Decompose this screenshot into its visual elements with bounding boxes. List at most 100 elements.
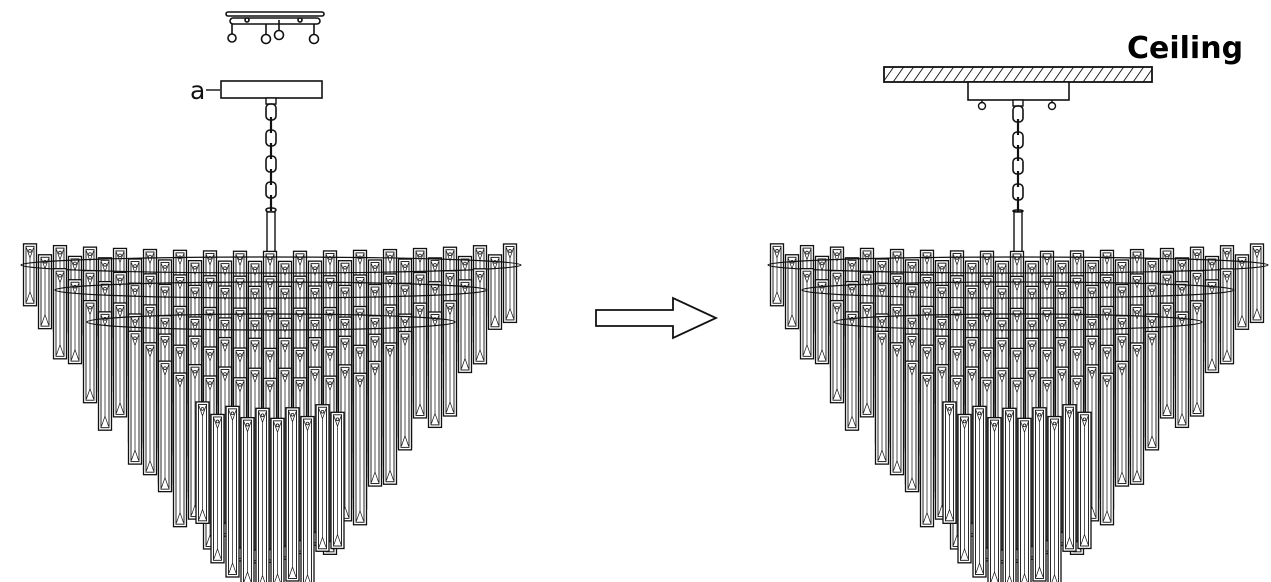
crystal-prism-icon xyxy=(799,268,815,360)
crystal-prism-icon xyxy=(1017,417,1032,582)
screw-icon xyxy=(227,24,237,43)
crystal-prism-icon xyxy=(172,372,188,528)
crystal-prism-icon xyxy=(142,342,158,476)
tier-ring xyxy=(833,313,1203,331)
canopy-mounted xyxy=(967,81,1070,101)
crystal-prism-icon xyxy=(225,405,240,578)
crystal-prism-icon xyxy=(300,415,315,582)
crystal-prism-icon xyxy=(487,254,503,330)
crystal-prism-icon xyxy=(427,311,443,429)
screw-icon xyxy=(308,24,320,45)
crystal-prism-icon xyxy=(1032,407,1047,582)
crystal-prism-icon xyxy=(37,254,53,330)
crystal-prism-icon xyxy=(972,405,987,578)
crystal-prism-icon xyxy=(1249,243,1265,324)
crystal-prism-icon xyxy=(112,302,128,418)
screw-icon xyxy=(260,24,272,45)
crystal-prism-icon xyxy=(82,299,98,404)
crystal-prism-icon xyxy=(769,243,785,307)
crystal-prism-icon xyxy=(195,401,210,524)
crystal-prism-icon xyxy=(1002,407,1017,582)
crystal-prism-icon xyxy=(1114,360,1130,487)
crystal-prism-icon xyxy=(1234,254,1250,330)
crystal-prism-icon xyxy=(942,401,957,524)
ceiling-label: Ceiling xyxy=(1127,31,1243,66)
crystal-prism-icon xyxy=(472,268,488,365)
crystal-prism-icon xyxy=(412,302,428,419)
crystal-prism-icon xyxy=(957,413,972,564)
ceiling-surface xyxy=(883,66,1153,83)
crystal-prism-icon xyxy=(1189,300,1205,417)
chandelier xyxy=(767,211,1269,582)
crystal-prism-icon xyxy=(1144,330,1160,451)
step-after-mounting: Ceiling xyxy=(767,31,1269,582)
chain xyxy=(1012,105,1024,213)
crystal-prism-icon xyxy=(784,254,800,330)
crystal-prism-icon xyxy=(1062,404,1077,552)
tier-ring xyxy=(54,281,488,299)
crystal-prism-icon xyxy=(829,299,845,404)
tier-ring xyxy=(801,281,1235,299)
crystal-prism-icon xyxy=(502,243,518,324)
tier-ring xyxy=(20,256,522,274)
crystal-prism-icon xyxy=(97,311,113,431)
crystal-prism-icon xyxy=(814,279,830,365)
crystal-prism-icon xyxy=(240,416,255,582)
crystal-prism-icon xyxy=(874,330,890,465)
chain xyxy=(265,103,277,213)
crystal-prism-icon xyxy=(67,279,83,365)
nut xyxy=(244,17,250,23)
crystal-prism-icon xyxy=(844,311,860,431)
crystal-prism-icon xyxy=(1174,311,1190,429)
crystal-tier xyxy=(195,401,345,582)
tier-ring xyxy=(86,313,456,331)
crystal-prism-icon xyxy=(987,416,1002,582)
crystal-prism-icon xyxy=(330,411,345,550)
crystal-prism-icon xyxy=(270,417,285,582)
crystal-prism-icon xyxy=(1099,372,1115,526)
crystal-prism-icon xyxy=(904,360,920,493)
crystal-prism-icon xyxy=(210,413,225,564)
crystal-prism-icon xyxy=(1159,302,1175,419)
crystal-prism-icon xyxy=(1219,268,1235,365)
crystal-prism-icon xyxy=(157,360,173,493)
crystal-tier xyxy=(942,401,1092,582)
bracket-bar xyxy=(229,17,321,25)
canopy-cap xyxy=(1012,99,1024,107)
mounting-bracket xyxy=(225,11,325,17)
crystal-prism-icon xyxy=(859,302,875,418)
arrow-right-icon xyxy=(595,296,719,340)
crystal-prism-icon xyxy=(1204,279,1220,374)
crystal-prism-icon xyxy=(367,360,383,487)
screw-icon xyxy=(273,20,285,41)
crystal-prism-icon xyxy=(1047,415,1062,582)
crystal-prism-icon xyxy=(442,300,458,417)
part-a-label: a xyxy=(190,76,205,105)
crystal-prism-icon xyxy=(1077,411,1092,550)
canopy-part-a xyxy=(220,80,323,99)
screw-icon xyxy=(977,100,987,111)
screw-icon xyxy=(1047,100,1057,111)
step-before-mounting: a xyxy=(20,11,522,582)
crystal-tier xyxy=(904,360,1130,564)
nut xyxy=(297,17,303,23)
crystal-prism-icon xyxy=(315,404,330,552)
crystal-prism-icon xyxy=(397,330,413,451)
canopy-cap xyxy=(265,97,277,105)
crystal-prism-icon xyxy=(352,372,368,526)
crystal-prism-icon xyxy=(1129,342,1145,485)
crystal-prism-icon xyxy=(127,330,143,465)
crystal-prism-icon xyxy=(457,279,473,374)
tier-ring xyxy=(767,256,1269,274)
crystal-prism-icon xyxy=(285,407,300,582)
crystal-prism-icon xyxy=(919,372,935,528)
crystal-prism-icon xyxy=(255,407,270,582)
screws-and-nuts-hardware xyxy=(225,11,325,45)
crystal-tier xyxy=(157,360,383,564)
crystal-prism-icon xyxy=(52,268,68,360)
crystal-prism-icon xyxy=(22,243,38,307)
crystal-prism-icon xyxy=(889,342,905,476)
crystal-prism-icon xyxy=(382,342,398,485)
chandelier xyxy=(20,211,522,582)
